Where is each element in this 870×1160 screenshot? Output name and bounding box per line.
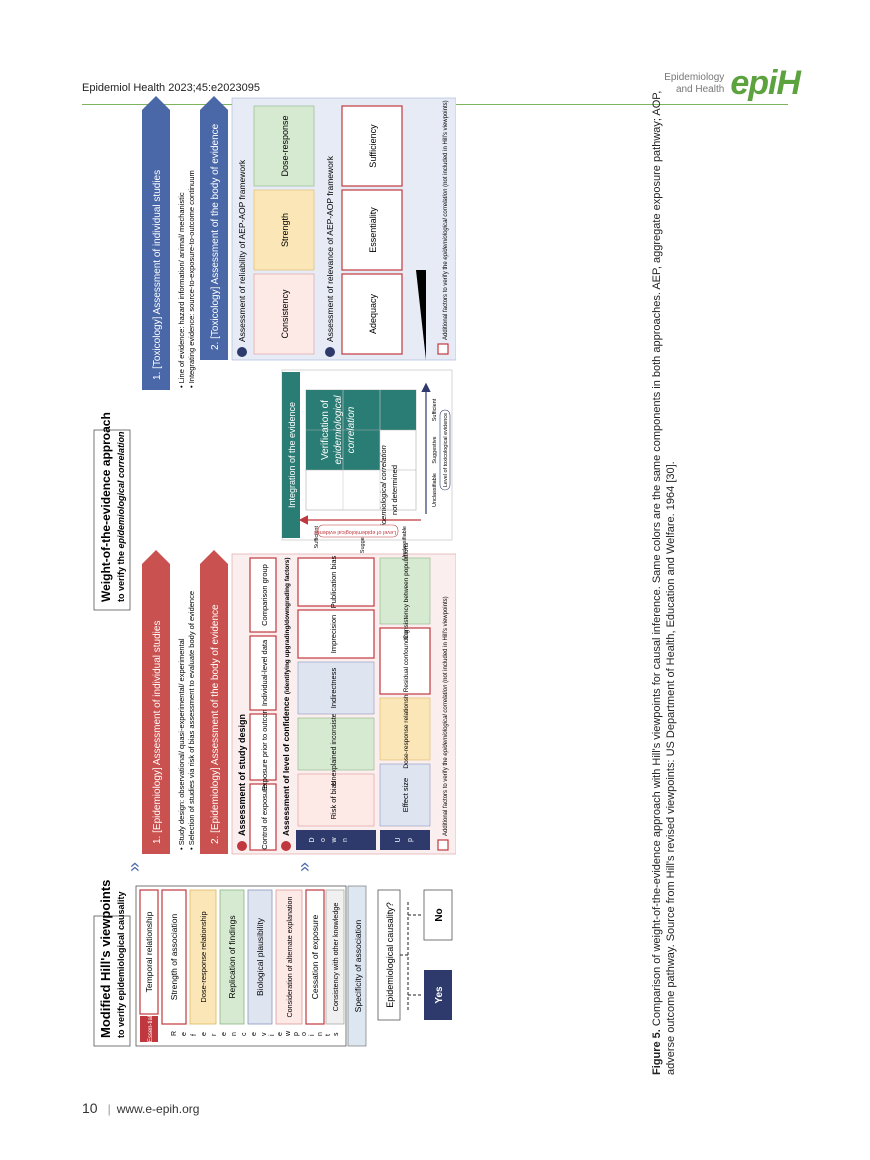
legend-swatch — [437, 343, 449, 355]
relevance-item: Adequacy — [368, 293, 378, 334]
hill-item-strength: Strength of association — [169, 914, 179, 1001]
check-icon — [281, 841, 291, 851]
woe-title-text: Weight-of-the-evidence approach — [99, 412, 113, 602]
toxicology-panel: 1. [Toxicology] Assessment of individual… — [142, 96, 456, 390]
down-item: Risk of bias — [329, 780, 338, 819]
design-item: Comparison group — [260, 564, 269, 626]
down-item: Imprecision — [329, 615, 338, 653]
epih-logo-mark: epiH — [730, 64, 801, 102]
relevance-title: Assessment of relevance of AEP-AOP frame… — [325, 155, 335, 342]
hill-item-biological: Biological plausibility — [255, 917, 265, 996]
tox-step1-bullet1: • Line of evidence: hazard information/ … — [177, 192, 186, 388]
journal-logo: Epidemiology and Health epiH — [664, 64, 801, 103]
tox-level-tick: Suggestive — [432, 436, 438, 463]
reliability-title: Assessment of reliability of AEP-AOP fra… — [237, 159, 247, 342]
epidemiology-panel: 1. [Epidemiology] Assessment of individu… — [142, 542, 456, 855]
causality-question: Epidemiological causality? — [385, 902, 395, 1008]
design-item: Control of exposure — [260, 784, 269, 849]
essential-tag: Essen-tial — [148, 1016, 154, 1042]
check-icon — [237, 841, 247, 851]
hill-viewpoints-panel: Modified Hill's viewpoints to verify epi… — [93, 862, 453, 1047]
legend-swatch — [437, 839, 449, 851]
hill-item-cessation: Cessation of exposure — [310, 914, 320, 999]
woe-title: Weight-of-the-evidence approach to verif… — [93, 412, 131, 611]
up-item: Consistency between populations — [403, 542, 410, 640]
reliability-item: Dose-response — [280, 115, 290, 176]
up-item: Dose-response relationship — [403, 689, 410, 769]
design-item: Exposure prior to outcome — [260, 703, 269, 791]
check-icon — [325, 347, 335, 357]
tox-additional-note: Additional factors to verify the epidemi… — [443, 100, 449, 340]
hill-item-specificity: Specificity of association — [353, 919, 363, 1012]
down-item: Publication bias — [329, 555, 338, 608]
epi-level-tick: Sufficient — [314, 526, 320, 549]
viewpoints-label: viewpoints — [261, 1030, 340, 1037]
figure-caption: Figure 5. Comparison of weight-of-the-ev… — [651, 90, 677, 1075]
hill-item-consistency: Consistency with other knowledge — [331, 903, 340, 1012]
woe-subtitle-text: to verify the epidemiological correlatio… — [116, 431, 126, 602]
tox-axis-label: Level of toxicological evidence — [443, 413, 449, 487]
check-icon — [237, 347, 247, 357]
study-design-title: Assessment of study design — [237, 714, 247, 836]
temporal-relationship: Temporal relationship — [144, 911, 154, 992]
hill-item-alternate: Consideration of alternate explanation — [285, 896, 294, 1017]
epi-axis-label: Level of epidemiological evidence — [314, 529, 396, 535]
integration-panel: Integration of the evidence Verification… — [281, 369, 453, 560]
tox-level-tick: Sufficient — [432, 398, 438, 421]
design-item: Individual-level data — [260, 639, 269, 706]
journal-citation: Epidemiol Health 2023;45:e2023095 — [82, 82, 260, 94]
epi-step1-title: 1. [Epidemiology] Assessment of individu… — [152, 621, 163, 844]
reliability-item: Strength — [280, 213, 290, 247]
page-footer: 10|www.e-epih.org — [82, 1100, 200, 1116]
down-item: Indirectness — [329, 668, 338, 709]
causality-yes: Yes — [434, 986, 445, 1004]
confidence-title: Assessment of level of confidence (ident… — [281, 557, 291, 836]
epi-additional-note: Additional factors to verify the epidemi… — [443, 596, 449, 836]
hill-title: Modified Hill's viewpoints — [98, 880, 113, 1038]
tox-step1-title: 1. [Toxicology] Assessment of individual… — [152, 170, 163, 380]
relevance-item: Essentiality — [368, 207, 378, 253]
reliability-item: Consistency — [280, 289, 290, 339]
epi-step1-bullet2: • Selection of studies via risk of bias … — [187, 591, 196, 850]
figure-5: Modified Hill's viewpoints to verify epi… — [86, 50, 456, 1050]
chevron-right-icon: » — [124, 862, 144, 872]
page-number: 10 — [82, 1100, 98, 1116]
tox-level-tick: Unclassifiable — [432, 473, 438, 507]
down-item: Unexplained inconsistency — [331, 702, 338, 785]
up-item: Residual confounding — [403, 629, 410, 692]
journal-url: www.e-epih.org — [116, 1102, 200, 1116]
tox-step2-title: 2. [Toxicology] Assessment of the body o… — [210, 123, 221, 350]
epi-level-tick: Suggestive — [360, 526, 366, 553]
tox-step1-bullet2: • Integrating evidence: source-to-exposu… — [187, 170, 196, 388]
up-item: Effect size — [401, 778, 410, 812]
integration-title: Integration of the evidence — [287, 402, 297, 508]
relevance-item: Sufficiency — [368, 124, 378, 168]
chevron-right-icon: » — [294, 862, 314, 872]
journal-name: Epidemiology and Health — [664, 71, 725, 95]
epi-step1-bullet1: • Study design: observational/ quasi-exp… — [177, 638, 186, 850]
hill-item-dose-response: Dose-response relationship — [199, 911, 208, 1002]
causality-no: No — [434, 908, 445, 921]
epi-step2-title: 2. [Epidemiology] Assessment of the body… — [210, 604, 221, 844]
hill-subtitle: to verify epidemiological causality — [116, 891, 126, 1038]
epi-level-tick: Unclassifiable — [402, 526, 408, 560]
hill-item-replication: Replication of findings — [227, 915, 237, 998]
